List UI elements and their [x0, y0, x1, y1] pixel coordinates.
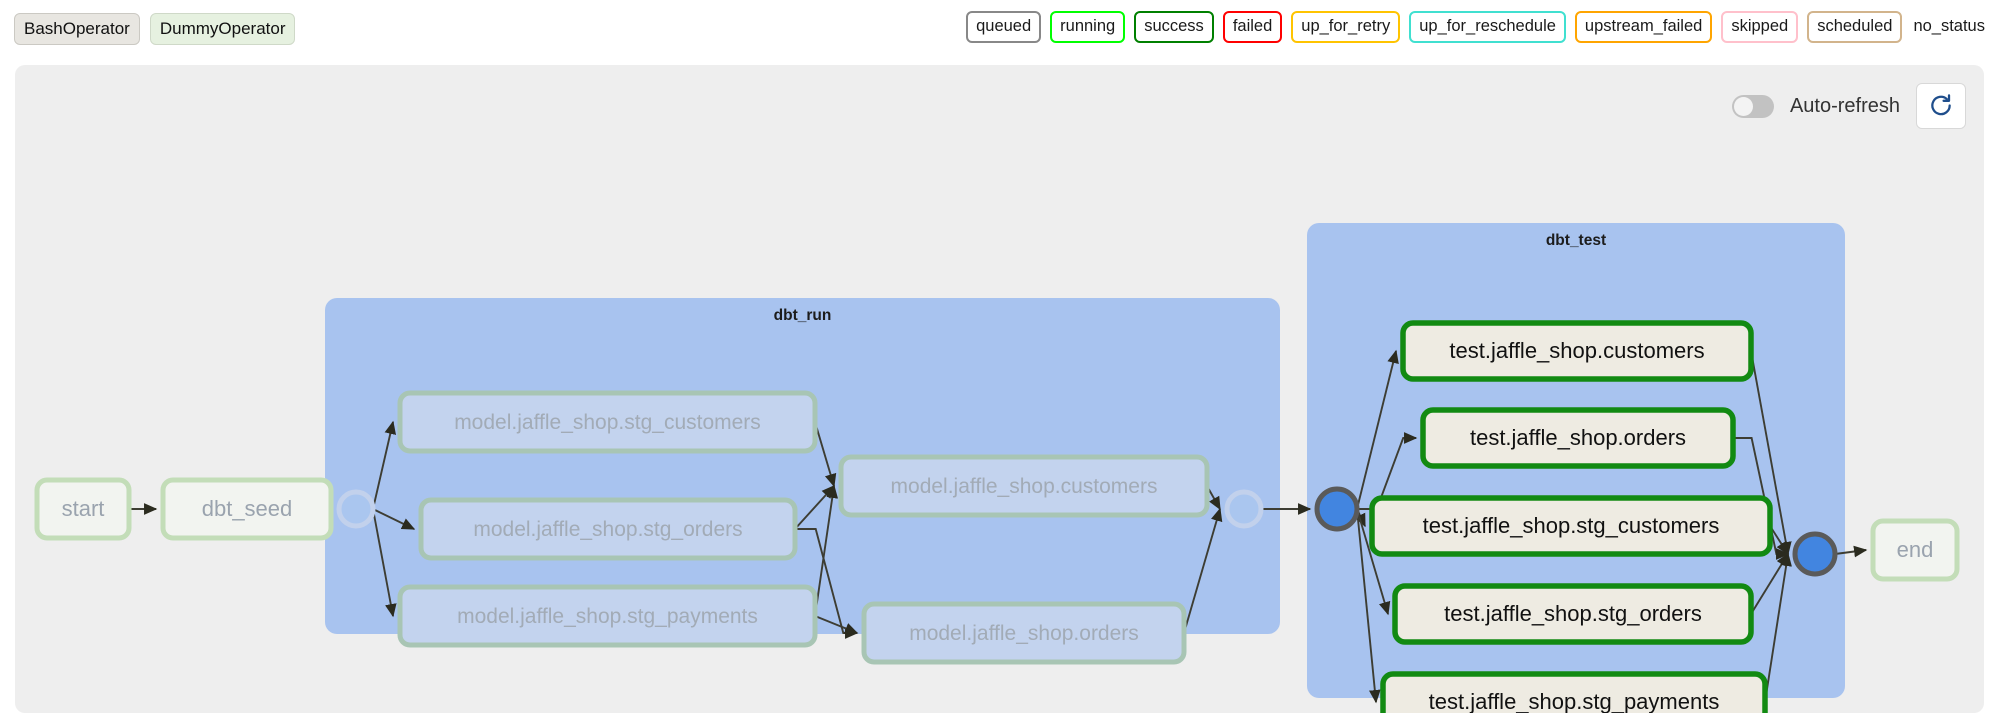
task-node-orders[interactable]: model.jaffle_shop.orders	[861, 601, 1187, 665]
join-node-j3[interactable]	[1314, 486, 1360, 532]
task-node-label: test.jaffle_shop.stg_customers	[1423, 513, 1720, 538]
state-chip-upstream-failed[interactable]: upstream_failed	[1574, 11, 1713, 43]
task-node-label: model.jaffle_shop.orders	[909, 622, 1139, 645]
task-node-start[interactable]: start	[34, 477, 132, 541]
edge-t_customers-to-j4	[1750, 350, 1792, 556]
task-node-label: start	[62, 496, 105, 521]
refresh-button[interactable]	[1916, 83, 1966, 129]
join-node-j2[interactable]	[1224, 489, 1264, 529]
state-chip-skipped[interactable]: skipped	[1721, 11, 1799, 43]
task-node-label: model.jaffle_shop.stg_customers	[454, 411, 761, 434]
edge-stg_payments-to-orders	[814, 615, 859, 634]
edge-j4-to-end	[1834, 545, 1868, 558]
edge-stg_customers-to-customers	[814, 421, 837, 488]
task-node-t_stg_customers[interactable]: test.jaffle_shop.stg_customers	[1369, 495, 1773, 557]
edge-stg_payments-to-customers	[814, 484, 839, 617]
edge-j3-to-t_stg_orders	[1356, 508, 1391, 616]
edge-j3-to-t_orders	[1357, 432, 1418, 510]
edge-j3-to-t_customers	[1356, 349, 1399, 510]
task-node-end[interactable]: end	[1870, 518, 1960, 582]
join-node-j1[interactable]	[336, 489, 376, 529]
operator-chip-dummyoperator[interactable]: DummyOperator	[149, 13, 296, 45]
state-chip-running[interactable]: running	[1050, 11, 1126, 43]
task-node-stg_payments[interactable]: model.jaffle_shop.stg_payments	[397, 584, 818, 648]
refresh-icon	[1931, 94, 1951, 116]
edge-j3-to-t_stg_payments	[1356, 508, 1381, 704]
task-node-label: dbt_seed	[202, 496, 293, 521]
task-node-label: test.jaffle_shop.customers	[1449, 338, 1704, 363]
edge-orders-to-j2	[1183, 507, 1223, 634]
auto-refresh-toggle[interactable]	[1731, 94, 1774, 118]
toggle-knob	[1733, 96, 1753, 116]
task-node-t_stg_orders[interactable]: test.jaffle_shop.stg_orders	[1392, 583, 1754, 645]
task-node-label: test.jaffle_shop.stg_orders	[1444, 601, 1702, 626]
state-chip-scheduled[interactable]: scheduled	[1807, 11, 1903, 43]
graph-panel[interactable]: Auto-refresh dbt_run dbt_test start dbt_se…	[15, 65, 1984, 713]
cluster-label: dbt_run	[774, 307, 832, 324]
task-node-label: test.jaffle_shop.stg_payments	[1429, 689, 1720, 713]
operator-legend: BashOperator DummyOperator	[14, 13, 296, 45]
graph-toolbar: Auto-refresh	[1731, 83, 1966, 129]
task-node-label: model.jaffle_shop.customers	[891, 475, 1158, 498]
task-node-label: model.jaffle_shop.stg_orders	[473, 518, 742, 541]
task-node-stg_orders[interactable]: model.jaffle_shop.stg_orders	[418, 497, 798, 561]
state-chip-queued[interactable]: queued	[966, 11, 1042, 43]
task-node-label: end	[1897, 537, 1934, 562]
task-node-dbt_seed[interactable]: dbt_seed	[160, 477, 334, 541]
state-chip-no-status[interactable]: no_status	[1911, 13, 1987, 41]
state-chip-failed[interactable]: failed	[1222, 11, 1283, 43]
dag-graph[interactable]: dbt_run dbt_test start dbt_seed model.jaffl…	[15, 65, 1984, 713]
edge-j1-to-stg_orders	[372, 508, 416, 530]
task-node-t_customers[interactable]: test.jaffle_shop.customers	[1400, 320, 1754, 382]
auto-refresh-label: Auto-refresh	[1789, 94, 1900, 117]
state-chip-up-for-retry[interactable]: up_for_retry	[1291, 11, 1401, 43]
edge-t_stg_payments-to-j4	[1764, 552, 1792, 703]
task-node-customers[interactable]: model.jaffle_shop.customers	[838, 454, 1210, 518]
cluster-label: dbt_test	[1546, 232, 1606, 249]
join-node-j4[interactable]	[1792, 531, 1838, 577]
edge-j1-to-stg_payments	[372, 508, 397, 618]
node-layer[interactable]: start dbt_seed model.jaffle_shop.stg_custo…	[34, 320, 1960, 713]
task-node-t_stg_payments[interactable]: test.jaffle_shop.stg_payments	[1380, 671, 1768, 713]
task-node-stg_customers[interactable]: model.jaffle_shop.stg_customers	[397, 390, 818, 454]
operator-chip-bashoperator[interactable]: BashOperator	[14, 13, 140, 45]
task-node-label: test.jaffle_shop.orders	[1470, 425, 1686, 450]
task-node-label: model.jaffle_shop.stg_payments	[457, 605, 758, 628]
state-chip-up-for-reschedule[interactable]: up_for_reschedule	[1409, 11, 1566, 43]
edge-t_stg_customers-to-j4	[1769, 525, 1789, 556]
edge-j1-to-stg_customers	[372, 420, 397, 510]
state-chip-success[interactable]: success	[1134, 11, 1214, 43]
task-node-t_orders[interactable]: test.jaffle_shop.orders	[1420, 407, 1736, 469]
